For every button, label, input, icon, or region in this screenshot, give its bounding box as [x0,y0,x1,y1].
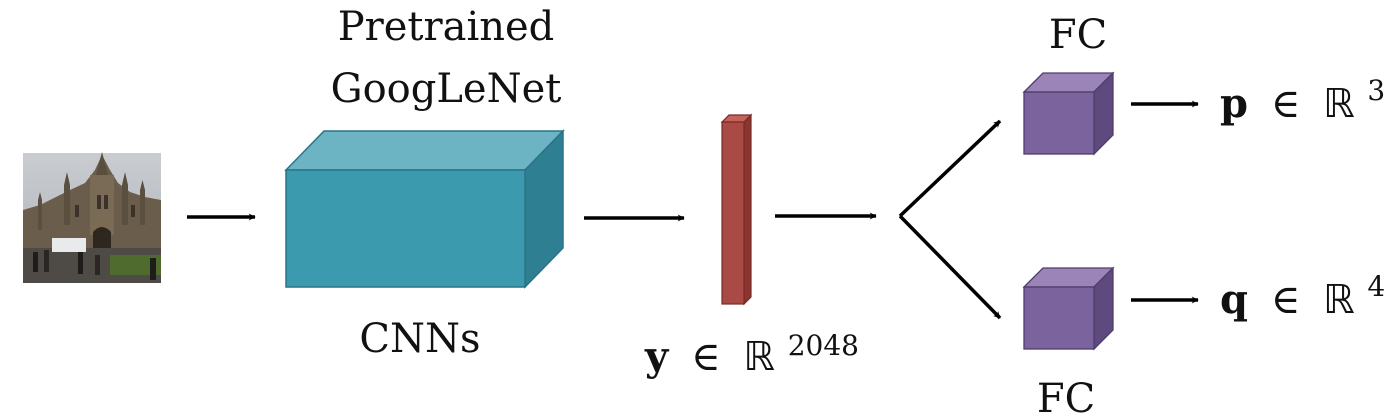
feature-var: y [644,333,670,380]
input-photo [23,152,161,283]
feature-in: ∈ [691,334,721,380]
cnn-block [284,129,565,289]
output-p-set: ℝ [1323,81,1355,127]
feature-exp: 2048 [788,329,859,362]
output-p-in: ∈ [1271,81,1301,127]
output-q-label: q ∈ ℝ 4 [1220,270,1385,323]
output-p-exp: 3 [1367,74,1385,107]
output-p-var: p [1220,80,1248,127]
output-q-var: q [1220,276,1248,323]
cnns-label: CNNs [359,316,480,362]
output-q-exp: 4 [1367,270,1385,303]
googlenet-label: GoogLeNet [331,66,562,112]
fc-bottom-cube [1022,266,1115,351]
fc-top-cube [1022,71,1115,156]
arrow-branch-to-fc-top [898,119,1002,218]
pretrained-label: Pretrained [338,4,555,50]
output-q-set: ℝ [1323,277,1355,323]
feature-vector-bar [720,113,753,306]
arrow-branch-to-fc-bottom [898,214,1002,320]
output-p-label: p ∈ ℝ 3 [1220,74,1385,127]
feature-dimension-label: y ∈ ℝ 2048 [644,329,859,380]
feature-set: ℝ [743,334,775,380]
fc-top-label: FC [1049,12,1107,58]
fc-bottom-label: FC [1037,376,1095,420]
output-q-in: ∈ [1271,277,1301,323]
